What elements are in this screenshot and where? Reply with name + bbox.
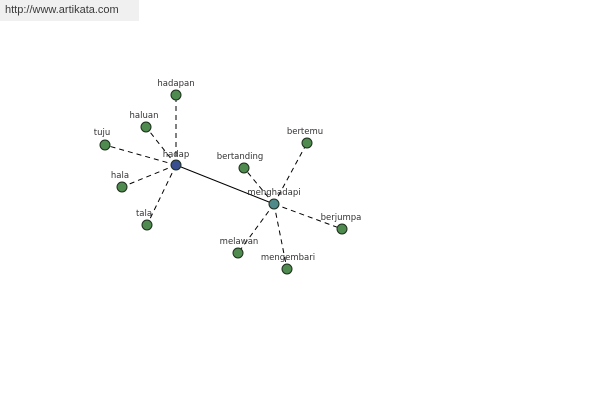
node-tala[interactable]: tala	[136, 209, 153, 231]
node-marker-bertanding[interactable]	[238, 162, 250, 174]
edge-menghadapi-melawan	[237, 203, 275, 254]
url-banner: http://www.artikata.com	[0, 0, 139, 21]
node-label-melawan: melawan	[220, 237, 259, 247]
edge-hadap-tuju	[104, 144, 177, 166]
node-label-hala: hala	[111, 171, 129, 181]
node-marker-tuju[interactable]	[99, 139, 111, 151]
node-label-berjumpa: berjumpa	[321, 213, 362, 223]
node-menghadapi[interactable]: menghadapi	[247, 188, 301, 210]
node-marker-menghadapi[interactable]	[268, 198, 280, 210]
node-label-tuju: tuju	[94, 128, 110, 138]
node-haluan[interactable]: haluan	[130, 111, 159, 133]
node-hadapan[interactable]: hadapan	[157, 79, 195, 101]
node-marker-haluan[interactable]	[140, 121, 152, 133]
node-label-tala: tala	[136, 209, 152, 219]
node-berjumpa[interactable]: berjumpa	[321, 213, 362, 235]
node-label-mengembari: mengembari	[261, 253, 315, 263]
edge-hadap-haluan	[145, 126, 177, 166]
node-label-menghadapi: menghadapi	[247, 188, 300, 198]
node-marker-hadapan[interactable]	[170, 89, 182, 101]
node-label-bertemu: bertemu	[287, 127, 323, 137]
node-marker-mengembari[interactable]	[281, 263, 293, 275]
source-link[interactable]: http://www.artikata.com	[5, 4, 119, 16]
node-bertanding[interactable]: bertanding	[217, 152, 264, 174]
edge-menghadapi-bertemu	[273, 142, 308, 205]
node-hadap[interactable]: hadap	[163, 150, 190, 171]
edge-hadap-tala	[146, 164, 177, 226]
node-bertemu[interactable]: bertemu	[287, 127, 323, 149]
node-label-bertanding: bertanding	[217, 152, 264, 162]
node-tuju[interactable]: tuju	[94, 128, 111, 151]
node-marker-bertemu[interactable]	[301, 137, 313, 149]
node-marker-berjumpa[interactable]	[336, 223, 348, 235]
edge-hadap-hala	[121, 164, 177, 188]
node-melawan[interactable]: melawan	[220, 237, 259, 259]
nodes-layer: hadap menghadapi hadapan haluan tuju hala tala…	[94, 79, 362, 275]
edge-menghadapi-mengembari	[273, 203, 288, 270]
edge-hadap-menghadapi	[175, 164, 275, 205]
node-marker-hadap[interactable]	[170, 159, 182, 171]
edge-menghadapi-bertanding	[243, 167, 275, 205]
node-marker-melawan[interactable]	[232, 247, 244, 259]
edges-layer	[104, 95, 343, 270]
node-marker-tala[interactable]	[141, 219, 153, 231]
node-label-hadap: hadap	[163, 150, 190, 160]
node-label-hadapan: hadapan	[157, 79, 194, 89]
node-label-haluan: haluan	[130, 111, 159, 121]
node-marker-hala[interactable]	[116, 181, 128, 193]
node-hala[interactable]: hala	[111, 171, 129, 193]
node-mengembari[interactable]: mengembari	[261, 253, 315, 275]
edge-menghadapi-berjumpa	[273, 203, 343, 230]
